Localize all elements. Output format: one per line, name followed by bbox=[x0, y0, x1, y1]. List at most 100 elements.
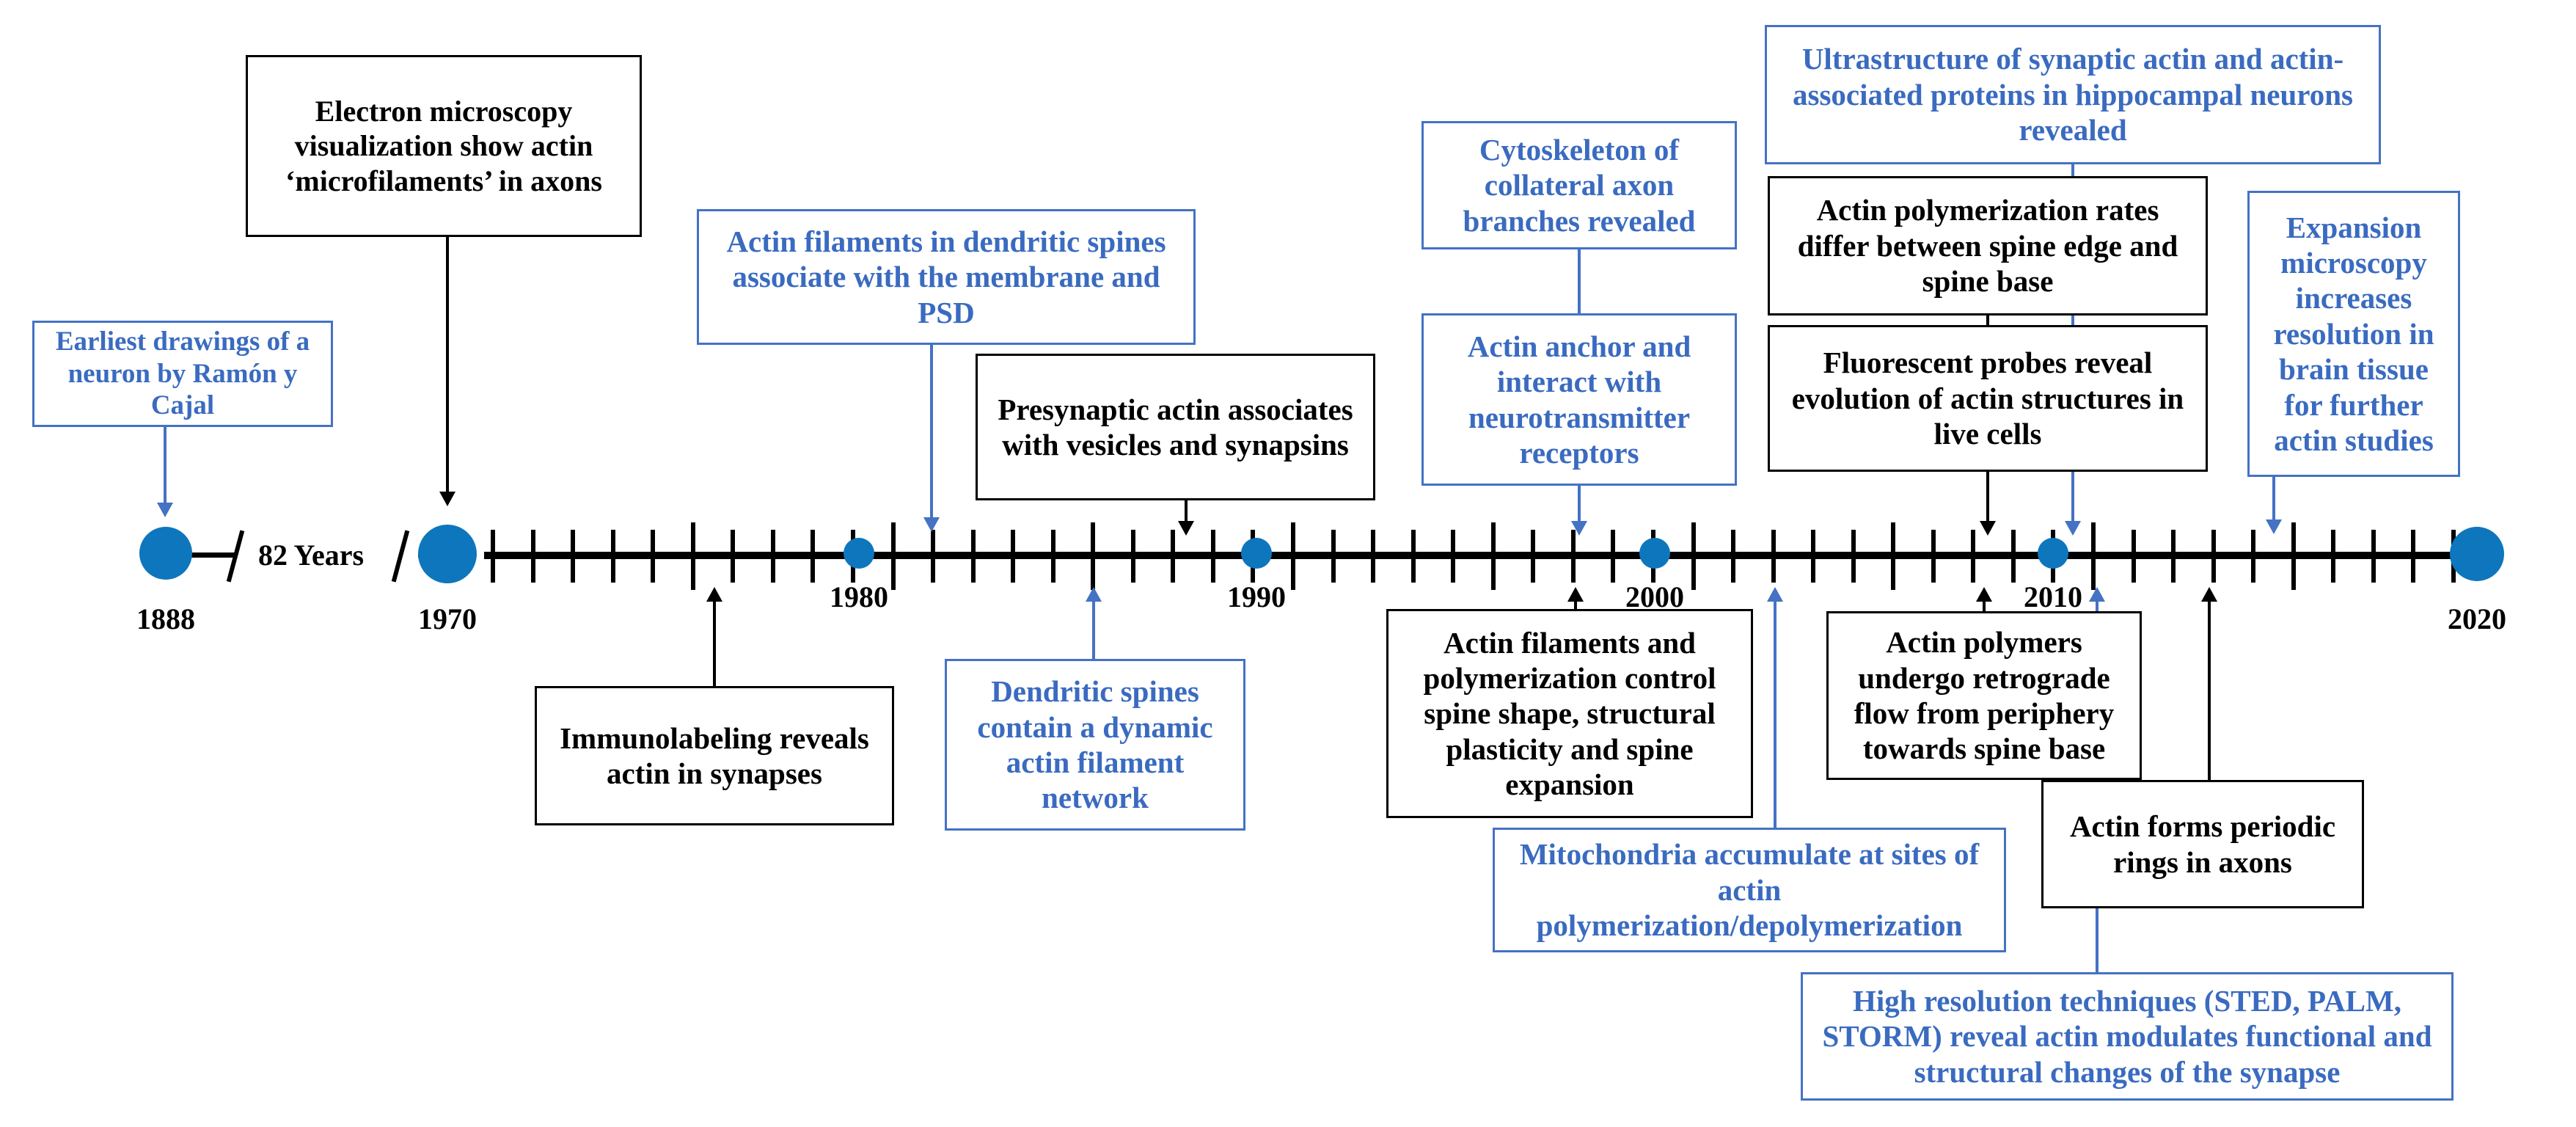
event-text: Immunolabeling reveals actin in synapses bbox=[560, 721, 869, 790]
event-box-actin-filaments-dendritic-spines[interactable]: Actin filaments in dendritic spines asso… bbox=[697, 209, 1196, 345]
axis-tick bbox=[1531, 530, 1536, 583]
timeline-node-2010 bbox=[2038, 538, 2068, 569]
arrowhead-mitochondria-accumulate bbox=[1767, 587, 1783, 602]
arrowhead-earliest-drawings bbox=[157, 503, 173, 517]
timeline-node-1970 bbox=[418, 525, 477, 583]
axis-tick bbox=[2331, 530, 2336, 583]
event-box-electron-microscopy[interactable]: Electron microscopy visualization show a… bbox=[246, 55, 642, 237]
axis-tick bbox=[1731, 530, 1736, 583]
arrowhead-immunolabeling bbox=[706, 587, 722, 602]
event-text: Earliest drawings of a neuron by Ramón y… bbox=[55, 327, 310, 421]
arrowhead-actin-polymers-retrograde bbox=[1976, 587, 1992, 602]
axis-tick bbox=[1011, 530, 1016, 583]
event-box-presynaptic-actin[interactable]: Presynaptic actin associates with vesicl… bbox=[976, 354, 1375, 500]
axis-tick bbox=[2091, 522, 2096, 590]
event-box-cytoskeleton-collateral-axon[interactable]: Cytoskeleton of collateral axon branches… bbox=[1421, 121, 1737, 249]
axis-tick bbox=[1771, 530, 1776, 583]
event-box-ultrastructure-synaptic-actin[interactable]: Ultrastructure of synaptic actin and act… bbox=[1765, 25, 2381, 164]
axis-tick bbox=[1331, 530, 1336, 583]
axis-tick bbox=[1371, 530, 1376, 583]
connector-expansion-microscopy bbox=[2272, 477, 2275, 522]
event-text: Fluorescent probes reveal evolution of a… bbox=[1791, 346, 2184, 451]
connector-dendritic-spines-dynamic bbox=[1092, 602, 1095, 660]
connector-cytoskeleton-collateral-axon bbox=[1578, 249, 1581, 316]
connector-actin-periodic-rings bbox=[2208, 602, 2211, 781]
event-box-actin-polymers-retrograde[interactable]: Actin polymers undergo retrograde flow f… bbox=[1826, 611, 2142, 780]
axis-tick bbox=[931, 530, 936, 583]
event-box-mitochondria-accumulate[interactable]: Mitochondria accumulate at sites of acti… bbox=[1493, 828, 2006, 952]
axis-tick bbox=[2251, 530, 2256, 583]
year-label-1990: 1990 bbox=[1227, 580, 1286, 613]
axis-tick bbox=[690, 522, 695, 590]
event-box-earliest-drawings[interactable]: Earliest drawings of a neuron by Ramón y… bbox=[32, 321, 333, 427]
connector-mitochondria-accumulate bbox=[1774, 602, 1777, 829]
event-text: Actin filaments and polymerization contr… bbox=[1423, 625, 1716, 802]
event-text: Electron microscopy visualization show a… bbox=[285, 95, 602, 197]
axis-tick bbox=[1171, 530, 1176, 583]
connector-actin-filaments-dendritic-spines bbox=[930, 345, 933, 519]
axis-tick bbox=[1851, 530, 1856, 583]
connector-immunolabeling bbox=[713, 602, 716, 688]
timeline-node-1980 bbox=[844, 538, 874, 569]
timeline-node-2000 bbox=[1639, 538, 1670, 569]
axis-tick bbox=[530, 530, 535, 583]
event-box-immunolabeling[interactable]: Immunolabeling reveals actin in synapses bbox=[535, 686, 894, 825]
axis-tick bbox=[1291, 522, 1296, 590]
arrowhead-actin-filaments-spine-shape bbox=[1567, 587, 1584, 602]
axis-tick bbox=[970, 530, 976, 583]
year-label-2000: 2000 bbox=[1625, 580, 1684, 613]
event-box-high-resolution-techniques[interactable]: High resolution techniques (STED, PALM, … bbox=[1801, 972, 2454, 1101]
arrowhead-dendritic-spines-dynamic bbox=[1086, 587, 1102, 602]
axis-tick bbox=[811, 530, 816, 583]
event-box-actin-filaments-spine-shape[interactable]: Actin filaments and polymerization contr… bbox=[1386, 609, 1753, 818]
arrowhead-high-resolution-techniques bbox=[2089, 587, 2105, 602]
axis-tick bbox=[651, 530, 656, 583]
event-box-actin-periodic-rings[interactable]: Actin forms periodic rings in axons bbox=[2041, 780, 2364, 908]
axis-tick bbox=[770, 530, 775, 583]
event-text: Presynaptic actin associates with vesicl… bbox=[998, 392, 1353, 462]
event-box-actin-polymerization-rates[interactable]: Actin polymerization rates differ betwee… bbox=[1768, 176, 2208, 316]
axis-tick bbox=[2131, 530, 2136, 583]
event-text: Dendritic spines contain a dynamic actin… bbox=[977, 674, 1213, 815]
event-text: Cytoskeleton of collateral axon branches… bbox=[1463, 132, 1696, 238]
axis-tick bbox=[2211, 530, 2216, 583]
year-label-1970: 1970 bbox=[418, 602, 477, 635]
axis-tick bbox=[1971, 530, 1976, 583]
axis-tick bbox=[1611, 530, 1616, 583]
axis-tick bbox=[1931, 530, 1936, 583]
connector-fluorescent-probes bbox=[1986, 316, 1989, 327]
event-text: Expansion microscopy increases resolutio… bbox=[2273, 210, 2434, 457]
axis-tick bbox=[571, 530, 576, 583]
axis-gap-label: 82 Years bbox=[258, 539, 365, 572]
axis-tick bbox=[1091, 522, 1096, 590]
axis-tick bbox=[1210, 530, 1215, 583]
event-box-expansion-microscopy[interactable]: Expansion microscopy increases resolutio… bbox=[2247, 191, 2460, 477]
arrowhead-actin-anchor-receptors bbox=[1571, 521, 1587, 536]
event-text: Ultrastructure of synaptic actin and act… bbox=[1793, 42, 2353, 147]
axis-tick bbox=[610, 530, 615, 583]
arrowhead-presynaptic-actin bbox=[1178, 521, 1194, 536]
axis-tick bbox=[1451, 530, 1456, 583]
axis-break-bar-left bbox=[189, 552, 235, 558]
timeline-node-1990 bbox=[1241, 538, 1272, 569]
timeline-node-1888 bbox=[139, 527, 192, 580]
year-label-2010: 2010 bbox=[2024, 580, 2082, 613]
connector-actin-filaments-spine-shape-stem bbox=[1574, 600, 1577, 612]
event-box-fluorescent-probes[interactable]: Fluorescent probes reveal evolution of a… bbox=[1768, 325, 2208, 472]
timeline-axis bbox=[484, 552, 2494, 559]
event-box-actin-anchor-receptors[interactable]: Actin anchor and interact with neurotran… bbox=[1421, 313, 1737, 486]
year-label-1888: 1888 bbox=[136, 602, 195, 635]
event-box-dendritic-spines-dynamic[interactable]: Dendritic spines contain a dynamic actin… bbox=[945, 659, 1245, 831]
axis-tick bbox=[1891, 522, 1896, 590]
axis-tick bbox=[2411, 530, 2416, 583]
event-text: Actin polymers undergo retrograde flow f… bbox=[1854, 625, 2115, 766]
axis-tick bbox=[2010, 530, 2016, 583]
axis-tick bbox=[1050, 530, 1055, 583]
axis-tick bbox=[2171, 530, 2176, 583]
connector-actin-anchor-receptors bbox=[1578, 486, 1581, 524]
axis-tick bbox=[890, 522, 896, 590]
arrowhead-expansion-microscopy bbox=[2266, 519, 2282, 534]
event-text: Actin forms periodic rings in axons bbox=[2069, 809, 2336, 879]
axis-tick bbox=[1490, 522, 1496, 590]
connector-fluorescent-probes-down bbox=[1986, 472, 1989, 523]
